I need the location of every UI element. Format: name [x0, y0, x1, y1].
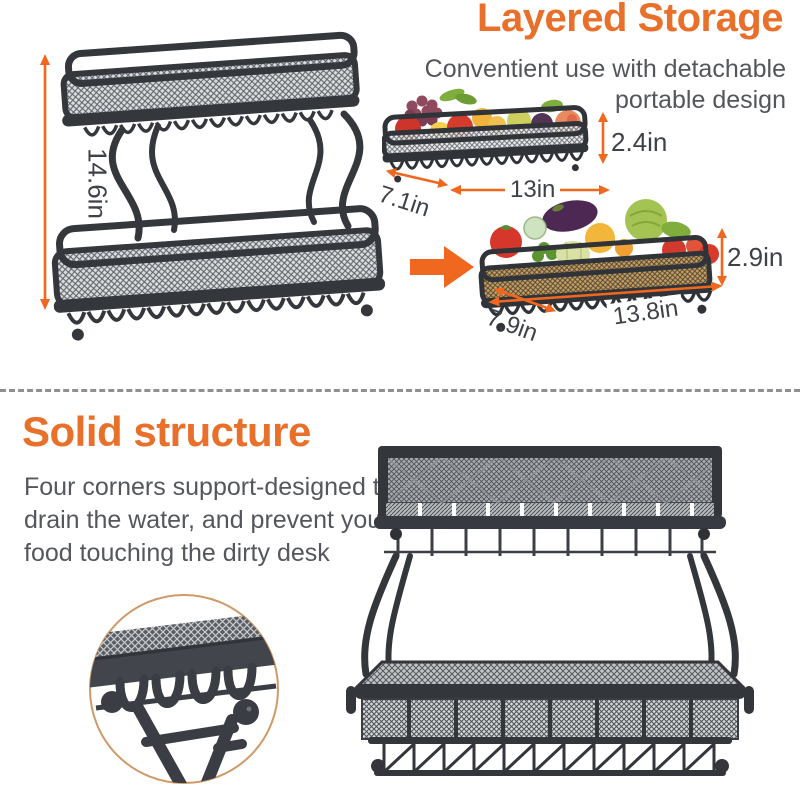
- top-tier: [60, 31, 360, 137]
- corner-detail-callout: [89, 594, 279, 784]
- description-line-1: Four corners support-designed to: [24, 473, 394, 501]
- layered-storage-subtitle: Conventient use with detachable portable…: [425, 54, 786, 116]
- transfer-arrow-icon: [410, 246, 474, 288]
- bottom-basket-width-arrow-icon: [488, 281, 723, 307]
- bottom-basket-height-arrow-icon: [717, 228, 727, 286]
- section-divider: [0, 389, 800, 392]
- bottom-tier: [51, 205, 386, 341]
- solid-structure-heading: Solid structure: [22, 408, 311, 455]
- description-line-3: food touching the dirty desk: [24, 539, 330, 567]
- subtitle-line-1: Conventient use with detachable: [424, 55, 786, 83]
- subtitle-line-2: portable design: [615, 86, 786, 114]
- front-view-basket-illustration: [346, 446, 754, 776]
- top-basket-height-arrow-icon: [598, 112, 608, 164]
- front-top-tier: [374, 446, 726, 556]
- front-bottom-tier: [346, 660, 754, 776]
- solid-structure-description: Four corners support-designed to drain t…: [24, 471, 394, 570]
- top-basket-depth-arrow-icon: [385, 168, 449, 188]
- two-tier-basket-illustration: [51, 31, 386, 341]
- bottom-basket-depth-arrow-icon: [493, 287, 557, 313]
- corner-detail-art: [90, 612, 278, 783]
- fruit-basket-illustration: [382, 88, 589, 183]
- overall-height-label: 14.6in: [82, 148, 113, 219]
- front-side-frames: [361, 552, 739, 679]
- top-basket-height-label: 2.4in: [611, 127, 668, 157]
- overall-height-arrow-icon: [40, 54, 50, 310]
- basket: [382, 105, 589, 183]
- wire-loops: [389, 150, 584, 171]
- wire-loops: [83, 109, 334, 137]
- layered-storage-heading: Layered Storage: [477, 0, 783, 40]
- bottom-basket-height-label: 2.9in: [727, 242, 784, 272]
- description-line-2: drain the water, and prevent your: [24, 506, 390, 534]
- top-basket-width-label: 13in: [505, 176, 561, 204]
- wire-loops: [66, 291, 366, 325]
